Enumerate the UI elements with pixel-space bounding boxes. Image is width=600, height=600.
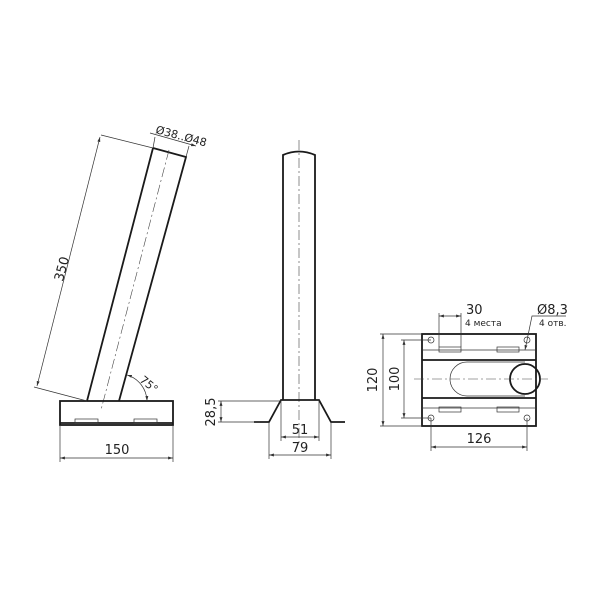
slot xyxy=(133,418,158,424)
slot xyxy=(496,346,520,353)
hole-note: 4 отв. xyxy=(539,319,567,329)
length-dimension-line xyxy=(36,136,101,387)
bottom-width-dim: 79 xyxy=(292,441,309,456)
slot xyxy=(74,418,99,424)
slot xyxy=(438,346,462,353)
vertical-tube xyxy=(282,150,316,400)
base-profile xyxy=(254,399,345,423)
front-view: 28,5 51 79 xyxy=(204,140,345,459)
angle-arc xyxy=(126,374,149,402)
angle-dim: 75° xyxy=(137,373,160,395)
slot-dim: 30 xyxy=(466,303,483,318)
slot-note: 4 места xyxy=(465,319,502,329)
base-plate xyxy=(59,400,174,426)
plate xyxy=(421,333,537,427)
vertical-hole-spacing-dim: 100 xyxy=(388,367,403,392)
height-dim: 28,5 xyxy=(204,398,219,427)
side-view: 350 Ø38..Ø48 75° 150 xyxy=(33,123,208,462)
top-view: 120 100 126 30 4 места Ø8,3 4 отв. xyxy=(366,303,568,451)
top-width-dim: 51 xyxy=(292,423,309,438)
center-line xyxy=(100,149,170,411)
slot xyxy=(438,406,462,413)
width-dim: 150 xyxy=(105,443,130,458)
diameter-dim: Ø38..Ø48 xyxy=(154,123,208,149)
horizontal-hole-spacing-dim: 126 xyxy=(467,432,492,447)
hole-leader xyxy=(524,315,566,351)
hole xyxy=(523,336,531,344)
outer-height-dim: 120 xyxy=(366,368,381,393)
slot xyxy=(496,406,520,413)
hole-dim: Ø8,3 xyxy=(537,303,568,318)
length-dim: 350 xyxy=(52,255,73,283)
